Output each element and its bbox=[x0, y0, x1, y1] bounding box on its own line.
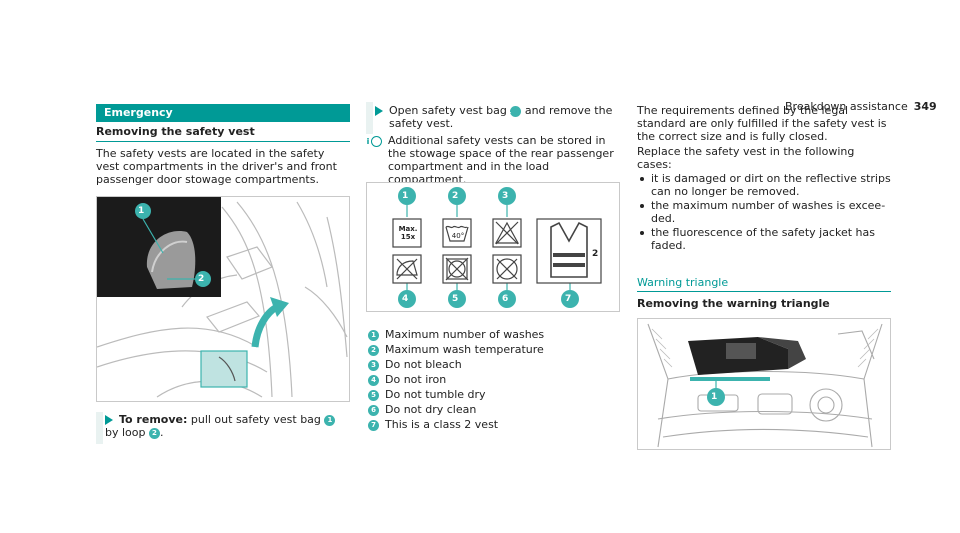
care-callout-6 bbox=[498, 290, 516, 308]
step-text-a: pull out safety vest bag bbox=[187, 413, 325, 426]
trunk-callout-1-label: 1 bbox=[711, 392, 718, 402]
door-illustration bbox=[97, 197, 348, 398]
care-callout-3 bbox=[498, 187, 516, 205]
care-callout-2 bbox=[448, 187, 466, 205]
info-text: Additional safety vests can be stored in… bbox=[388, 134, 614, 186]
max-times-label: 15x bbox=[400, 233, 416, 241]
replace-block: Replace the safety vest in the following… bbox=[637, 145, 891, 252]
requirements-paragraph: The requirements defined by the legal st… bbox=[637, 104, 887, 143]
step-num-1: 1 bbox=[324, 415, 336, 426]
care-symbols-illustration bbox=[392, 187, 602, 308]
section-bar-emergency: Emergency bbox=[96, 104, 350, 122]
care-callout-3-label: 3 bbox=[502, 191, 509, 201]
bullet-item: it is damaged or dirt on the reflective … bbox=[637, 172, 891, 198]
step-arrow-icon bbox=[105, 415, 113, 425]
care-callout-5 bbox=[448, 290, 466, 308]
bullet-item: the maximum number of washes is excee­de… bbox=[637, 199, 891, 225]
step-open-bag: Open safety vest bag 1 and remove the sa… bbox=[375, 104, 621, 130]
care-callout-5-label: 5 bbox=[452, 294, 459, 304]
care-callout-7 bbox=[561, 290, 579, 308]
heading-removing-safety-vest: Removing the safety vest bbox=[96, 125, 255, 138]
trunk-figure: 1 bbox=[637, 318, 891, 450]
replace-bullets: it is damaged or dirt on the reflective … bbox=[637, 172, 891, 252]
callout-2-label: 2 bbox=[198, 274, 205, 284]
page-number: 349 bbox=[913, 100, 937, 113]
trunk-callout-1 bbox=[707, 388, 725, 406]
trunk-illustration bbox=[647, 323, 883, 448]
care-callout-6-label: 6 bbox=[502, 294, 509, 304]
dry-clean-icon bbox=[496, 258, 518, 280]
bleach-icon bbox=[494, 221, 520, 244]
care-callout-2-label: 2 bbox=[452, 191, 459, 201]
care-callout-7-label: 7 bbox=[565, 294, 572, 304]
tumble-dry-icon bbox=[446, 258, 468, 280]
step-remove: To remove: pull out safety vest bag 1 by… bbox=[105, 413, 345, 439]
callout-1-label: 1 bbox=[138, 206, 145, 216]
box-highlight bbox=[690, 377, 770, 381]
step-text-c: . bbox=[159, 426, 164, 439]
callout-2 bbox=[195, 271, 211, 287]
pull-arrow-icon bbox=[270, 297, 289, 317]
step2-num-1: 1 bbox=[506, 106, 522, 117]
step2-text-a: Open safety vest bag bbox=[389, 104, 511, 117]
page-header: Breakdown assistance 349 bbox=[785, 100, 937, 114]
wash-tub-icon bbox=[445, 226, 469, 242]
temp-label: 40° bbox=[451, 232, 465, 240]
care-label-figure: Max. 15x 40° 2 1 2 3 4 5 6 7 bbox=[366, 182, 620, 312]
care-callout-4 bbox=[398, 290, 416, 308]
bullet-item: the fluorescence of the safety jacket ha… bbox=[637, 226, 891, 252]
step-num-2: 2 bbox=[148, 428, 160, 439]
care-callout-1 bbox=[398, 187, 416, 205]
header-section-title: Breakdown assistance bbox=[785, 100, 908, 113]
step-arrow-icon-2 bbox=[375, 106, 383, 116]
replace-intro: Replace the safety vest in the following… bbox=[637, 145, 855, 171]
step-side-bar bbox=[96, 412, 103, 444]
care-callout-4-label: 4 bbox=[402, 294, 409, 304]
step-text-b: by loop bbox=[105, 426, 149, 439]
step2-text-b: and remove the safety vest. bbox=[389, 104, 613, 130]
step-label: To remove: bbox=[119, 413, 188, 426]
intro-paragraph: The safety vests are located in the safe… bbox=[96, 147, 337, 186]
heading-rule bbox=[96, 141, 350, 142]
info-icon: i bbox=[367, 136, 382, 147]
step-side-bar-2 bbox=[366, 102, 373, 134]
bag-highlight bbox=[200, 350, 248, 388]
max-label: Max. bbox=[398, 225, 418, 233]
subtitle-warning-triangle: Warning triangle bbox=[637, 276, 729, 289]
heading-removing-warning-triangle: Removing the warning triangle bbox=[637, 297, 830, 310]
door-figure: 1 2 bbox=[96, 196, 350, 402]
care-callout-1-label: 1 bbox=[402, 191, 409, 201]
class-label: 2 bbox=[592, 249, 599, 259]
iron-icon bbox=[396, 260, 418, 276]
vest-icon bbox=[550, 221, 588, 278]
info-note: i Additional safety vests can be stored i… bbox=[367, 134, 620, 186]
subtitle-rule bbox=[637, 291, 891, 292]
callout-1 bbox=[135, 203, 151, 219]
